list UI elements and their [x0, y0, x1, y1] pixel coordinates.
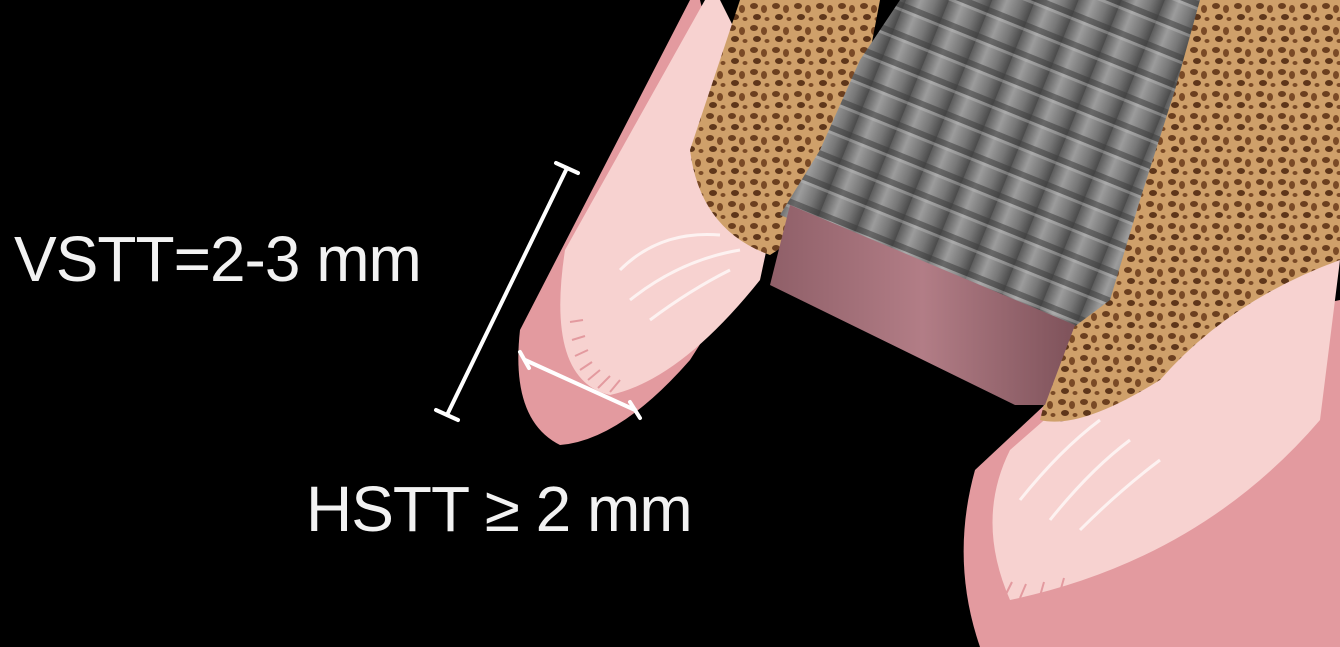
vstt-label: VSTT=2-3 mm — [14, 222, 421, 296]
hstt-label: HSTT ≥ 2 mm — [306, 472, 692, 546]
